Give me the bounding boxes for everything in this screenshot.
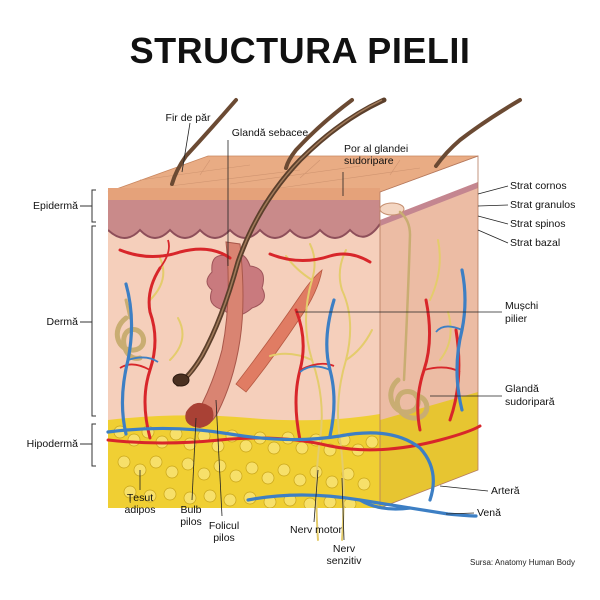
label-strat-spinos: Strat spinos xyxy=(510,218,566,230)
bracket-epidermis xyxy=(80,189,96,223)
label-strat-granulos: Strat granulos xyxy=(510,199,576,211)
skin-surface-ridges xyxy=(139,159,421,189)
label-tesut-line2: adipos xyxy=(124,504,156,516)
epidermis-lower-layers xyxy=(108,200,380,238)
label-bulb-line1: Bulb xyxy=(180,504,202,516)
source-credit: Sursa: Anatomy Human Body xyxy=(470,558,575,567)
page-title: STRUCTURA PIELII xyxy=(129,30,471,71)
leader-strat-spinos xyxy=(477,215,509,225)
arrector-pili-muscle xyxy=(235,269,323,393)
label-nerv-senzitiv-line2: senzitiv xyxy=(326,555,362,567)
label-folicul-line1: Folicul xyxy=(208,520,240,532)
sweat-gland-left xyxy=(114,298,146,361)
side-face-outline xyxy=(379,155,479,509)
leader-nerv-senzitiv xyxy=(341,477,345,541)
label-glanda-sud-line2: sudoripară xyxy=(505,396,555,408)
label-fir-de-par: Fir de păr xyxy=(165,112,211,124)
leader-fir-de-par xyxy=(181,122,191,173)
label-hipoderma: Hipodermă xyxy=(26,438,78,450)
leader-strat-cornos xyxy=(477,185,509,195)
veins xyxy=(106,268,478,518)
epidermis-top-surface xyxy=(107,155,479,193)
leader-bulb-pilos xyxy=(191,417,197,501)
hair-root-section xyxy=(172,373,190,387)
label-por-line1: Por al glandei xyxy=(344,143,409,155)
sweat-gland-right xyxy=(388,210,430,421)
hair-shaft-right xyxy=(434,98,522,168)
label-nerv-senzitiv-line1: Nerv xyxy=(332,543,356,555)
side-fat xyxy=(380,392,478,508)
leader-strat-bazal xyxy=(477,229,509,244)
leader-lines xyxy=(139,122,509,541)
vein-small-branches xyxy=(127,325,463,373)
bracket-hypodermis xyxy=(80,423,96,467)
hair-shaft-middle xyxy=(284,98,354,170)
label-glanda-sebacee: Glandă sebacee xyxy=(231,127,309,139)
label-por-line2: sudoripare xyxy=(344,155,394,167)
stratum-corneum xyxy=(108,188,380,200)
label-strat-bazal: Strat bazal xyxy=(510,237,561,249)
hair-shaft-left xyxy=(170,98,238,186)
label-muschi-line1: Mușchi xyxy=(505,300,539,312)
label-nerv-motor: Nerv motor xyxy=(290,524,342,536)
label-epiderma: Epidermă xyxy=(33,200,78,212)
leader-folicul-pilos xyxy=(215,399,223,517)
leader-nerv-motor xyxy=(313,469,319,523)
label-bulb-line2: pilos xyxy=(180,516,202,528)
label-tesut-line1: Țesut xyxy=(126,492,154,504)
hair-bulb xyxy=(185,402,214,428)
label-derma: Dermă xyxy=(46,316,78,328)
label-artera: Arteră xyxy=(491,485,520,497)
label-strat-cornos: Strat cornos xyxy=(510,180,567,192)
artery-small-branches xyxy=(119,239,461,373)
leader-vena xyxy=(445,512,475,515)
layer-brackets xyxy=(80,189,96,467)
label-muschi-line2: pilier xyxy=(505,313,528,325)
leader-artera xyxy=(439,485,489,492)
label-vena: Venă xyxy=(477,507,501,519)
label-glanda-sud-line1: Glandă xyxy=(505,383,539,395)
bracket-dermis xyxy=(80,225,96,417)
label-folicul-line2: pilos xyxy=(213,532,235,544)
leader-strat-granulos xyxy=(477,204,509,207)
sweat-pore xyxy=(379,202,405,216)
main-hair-shaft-highlight xyxy=(179,99,383,384)
